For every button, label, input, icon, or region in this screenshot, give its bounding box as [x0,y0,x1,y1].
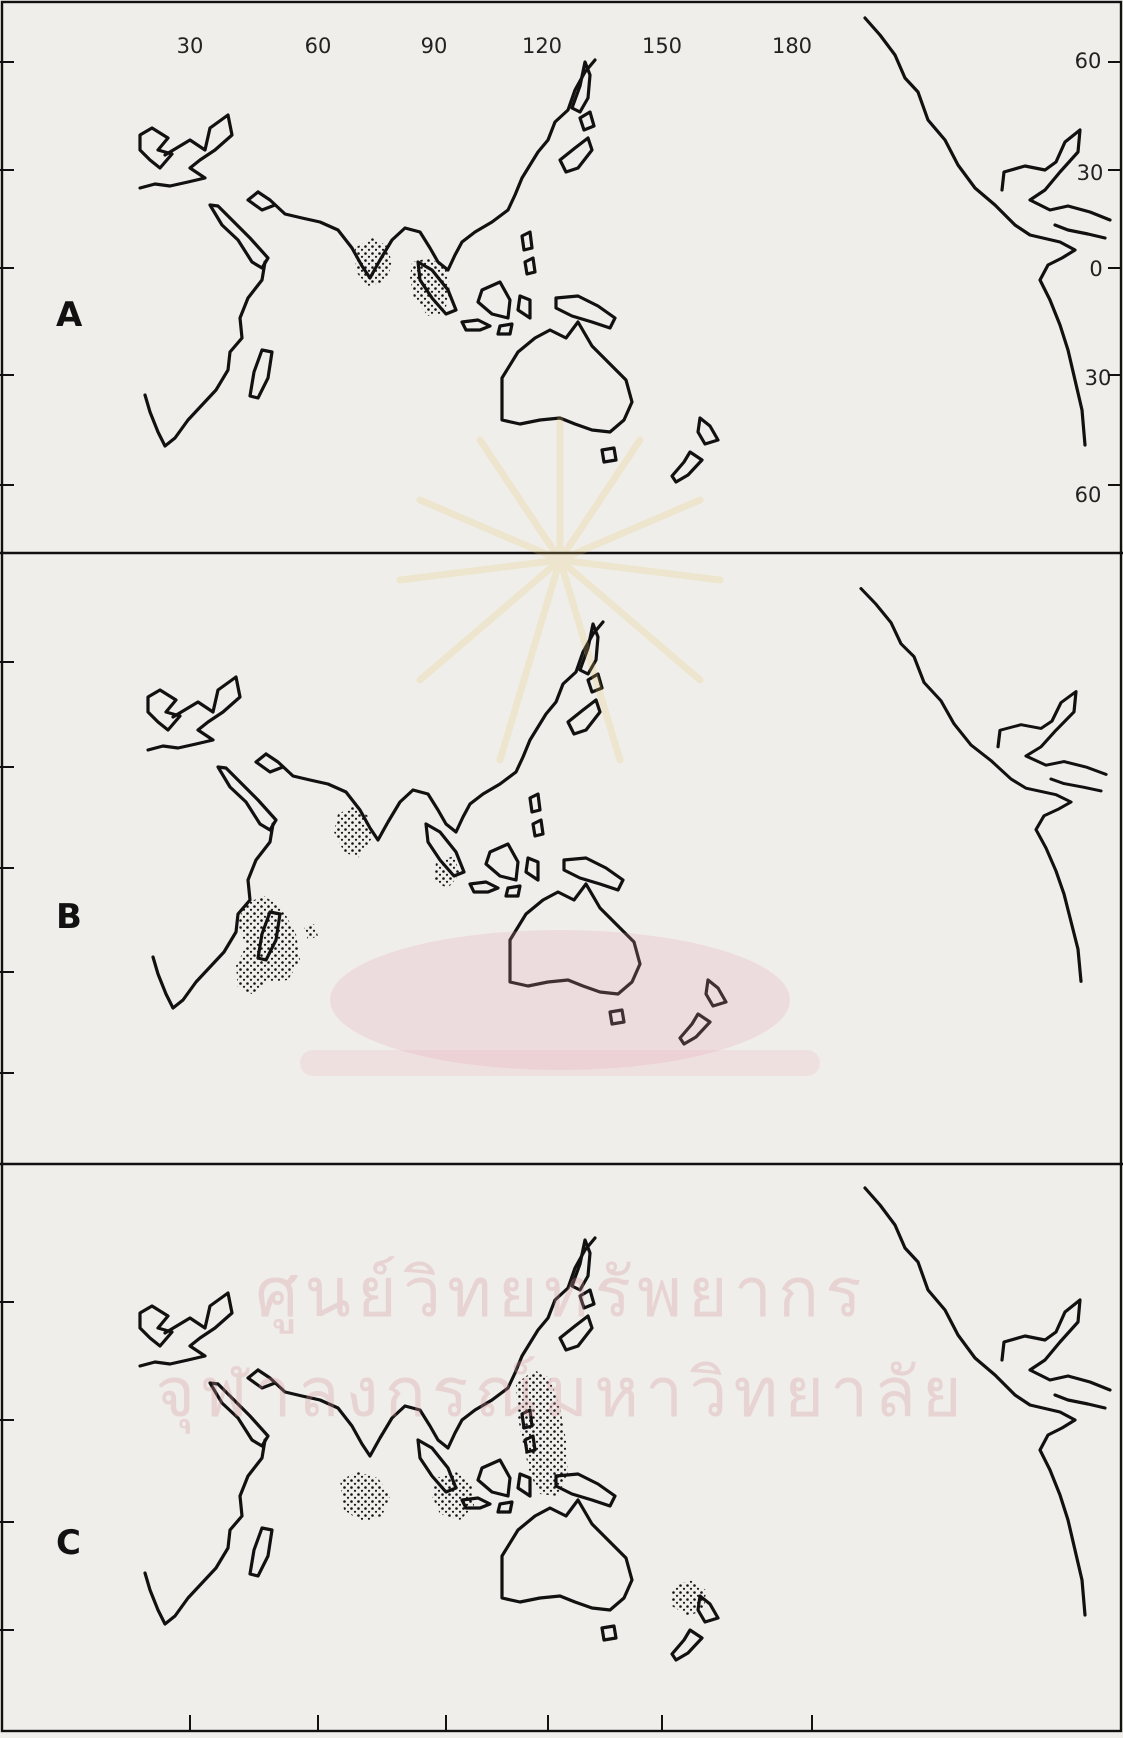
panel-c-range-east-asia [516,1370,568,1496]
left-latitude-ticks [0,61,14,1631]
panel-c-old-world-coastline [138,1236,720,1662]
panel-letter-a: A [56,295,83,335]
lat-label-60s: 60 [1075,483,1102,507]
panel-c-range-india [340,1472,390,1522]
lon-label-30: 30 [177,34,204,58]
right-latitude-ticks [1108,61,1121,486]
bottom-longitude-ticks [189,1715,813,1731]
lon-label-90: 90 [421,34,448,58]
lon-label-60: 60 [305,34,332,58]
panel-c-range-indochina [432,1472,474,1520]
right-latitude-labels: 60 30 0 30 60 [1075,49,1112,507]
panel-b-americas-coastline [859,586,1108,984]
panel-a-americas-coastline [863,16,1112,447]
panel-b: B [56,586,1108,1046]
panel-b-old-world-coastline [146,620,728,1046]
lon-label-150: 150 [642,34,682,58]
panel-c-range-pacific-islands [672,1580,706,1616]
panel-letter-b: B [56,897,82,937]
panel-b-range-sumatra [434,856,460,888]
panel-a: A [56,16,1112,484]
panel-c: C [56,1186,1112,1662]
panel-b-range-india [334,806,372,858]
panel-a-range-india [355,238,392,286]
panel-c-americas-coastline [863,1186,1112,1617]
lon-label-120: 120 [522,34,562,58]
lon-label-180: 180 [772,34,812,58]
top-longitude-labels: 30 60 90 120 150 180 [177,34,812,58]
lat-label-0: 0 [1089,257,1102,281]
lat-label-30s: 30 [1085,366,1112,390]
lat-label-30n: 30 [1077,161,1104,185]
panel-b-range-seychelles [304,924,318,940]
panel-a-range-sumatra [410,258,450,316]
panel-b-range-east-africa [236,896,300,994]
panel-letter-c: C [56,1523,81,1563]
lat-label-60n: 60 [1075,49,1102,73]
